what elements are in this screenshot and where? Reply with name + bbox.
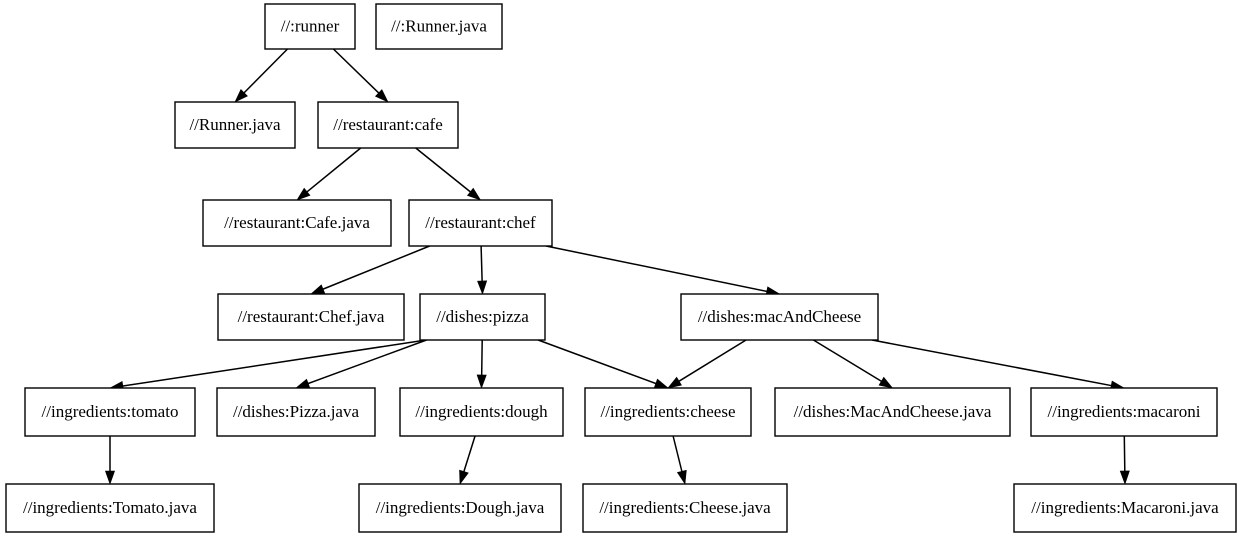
- graph-edge: [871, 339, 1112, 387]
- graph-edge: [678, 339, 747, 382]
- graph-edge-arrowhead: [310, 284, 326, 295]
- node-label: //Runner.java: [189, 115, 281, 134]
- graph-edge-arrowhead: [667, 376, 682, 389]
- graph-node-dishes_pizza[interactable]: //dishes:pizza: [419, 293, 546, 341]
- node-box[interactable]: [264, 3, 356, 50]
- node-label: //ingredients:Dough.java: [376, 498, 545, 517]
- graph-edge: [307, 339, 427, 385]
- graph-node-mac_java[interactable]: //dishes:MacAndCheese.java: [774, 387, 1011, 437]
- graph-node-chef_java[interactable]: //restaurant:Chef.java: [217, 293, 405, 341]
- graph-edge: [415, 147, 471, 193]
- node-box[interactable]: [1030, 387, 1218, 437]
- graph-edge-arrowhead: [653, 378, 669, 389]
- node-label: //dishes:macAndCheese: [698, 307, 861, 326]
- graph-node-runner_java_root[interactable]: //:Runner.java: [375, 3, 503, 50]
- node-box[interactable]: [774, 387, 1011, 437]
- graph-edge: [672, 435, 683, 472]
- node-box[interactable]: [202, 199, 392, 247]
- node-label: //dishes:MacAndCheese.java: [794, 402, 992, 421]
- node-label: //restaurant:cafe: [333, 115, 443, 134]
- node-label: //ingredients:Cheese.java: [599, 498, 771, 517]
- graph-node-ing_tomato[interactable]: //ingredients:tomato: [24, 387, 196, 437]
- node-box[interactable]: [24, 387, 196, 437]
- node-box[interactable]: [419, 293, 546, 341]
- nodes-layer: //:runner //:Runner.java //Runner.java //re…: [5, 3, 1237, 533]
- graph-node-dishes_mac[interactable]: //dishes:macAndCheese: [680, 293, 879, 341]
- graph-node-dough_java[interactable]: //ingredients:Dough.java: [358, 483, 562, 533]
- node-box[interactable]: [1013, 483, 1237, 533]
- node-box[interactable]: [5, 483, 215, 533]
- node-label: //dishes:pizza: [436, 307, 529, 326]
- graph-node-pizza_java[interactable]: //dishes:Pizza.java: [216, 387, 376, 437]
- graph-edge: [122, 339, 427, 387]
- graph-node-cafe_java[interactable]: //restaurant:Cafe.java: [202, 199, 392, 247]
- graph-edge-arrowhead: [477, 280, 488, 295]
- graph-node-tomato_java[interactable]: //ingredients:Tomato.java: [5, 483, 215, 533]
- graph-edge-arrowhead: [476, 374, 487, 389]
- graph-edge: [332, 48, 380, 94]
- graph-edge-arrowhead: [1119, 470, 1130, 485]
- graph-edge: [306, 147, 362, 193]
- node-label: //:Runner.java: [391, 16, 487, 35]
- graph-edge: [480, 245, 483, 282]
- node-box[interactable]: [216, 387, 376, 437]
- graph-edge-arrowhead: [104, 470, 116, 485]
- graph-edge-arrowhead: [234, 89, 248, 103]
- graph-edge: [813, 339, 882, 382]
- node-label: //:runner: [281, 16, 340, 35]
- node-box[interactable]: [317, 101, 459, 149]
- graph-edge: [463, 435, 476, 472]
- graph-edge-arrowhead: [295, 378, 311, 389]
- node-box[interactable]: [399, 387, 564, 437]
- graph-node-ing_dough[interactable]: //ingredients:dough: [399, 387, 564, 437]
- graph-edge: [480, 339, 483, 376]
- graph-edge: [1123, 435, 1126, 472]
- graph-edge-arrowhead: [374, 89, 389, 103]
- graph-node-ing_macaroni[interactable]: //ingredients:macaroni: [1030, 387, 1218, 437]
- edges-layer: [104, 48, 1130, 485]
- graph-edge-arrowhead: [459, 469, 469, 485]
- node-box[interactable]: [584, 387, 752, 437]
- node-box[interactable]: [408, 199, 553, 247]
- node-label: //dishes:Pizza.java: [233, 402, 360, 421]
- node-label: //ingredients:dough: [415, 402, 548, 421]
- node-label: //ingredients:macaroni: [1048, 402, 1201, 421]
- graph-edge-arrowhead: [676, 469, 687, 485]
- node-label: //ingredients:Tomato.java: [23, 498, 197, 517]
- graph-edge-arrowhead: [878, 376, 894, 389]
- graph-edge-arrowhead: [466, 187, 482, 201]
- graph-edge-arrowhead: [296, 187, 311, 201]
- node-label: //restaurant:chef: [425, 213, 536, 232]
- graph-node-restaurant_cafe[interactable]: //restaurant:cafe: [317, 101, 459, 149]
- node-label: //ingredients:Macaroni.java: [1031, 498, 1219, 517]
- graph-node-cheese_java[interactable]: //ingredients:Cheese.java: [582, 483, 788, 533]
- graph-edge: [322, 245, 430, 290]
- graph-node-runner[interactable]: //:runner: [264, 3, 356, 50]
- graph-node-macaroni_java[interactable]: //ingredients:Macaroni.java: [1013, 483, 1237, 533]
- node-box[interactable]: [680, 293, 879, 341]
- graph-edge: [537, 339, 657, 385]
- node-box[interactable]: [217, 293, 405, 341]
- node-label: //restaurant:Chef.java: [238, 307, 385, 326]
- node-box[interactable]: [582, 483, 788, 533]
- node-label: //ingredients:tomato: [42, 402, 179, 421]
- graph-edge: [243, 48, 289, 94]
- graph-edge: [545, 245, 767, 293]
- node-label: //ingredients:cheese: [600, 402, 735, 421]
- node-box[interactable]: [375, 3, 503, 50]
- node-box[interactable]: [174, 101, 296, 149]
- graph-node-runner_java[interactable]: //Runner.java: [174, 101, 296, 149]
- node-box[interactable]: [358, 483, 562, 533]
- node-label: //restaurant:Cafe.java: [224, 213, 370, 232]
- graph-node-ing_cheese[interactable]: //ingredients:cheese: [584, 387, 752, 437]
- graph-node-restaurant_chef[interactable]: //restaurant:chef: [408, 199, 553, 247]
